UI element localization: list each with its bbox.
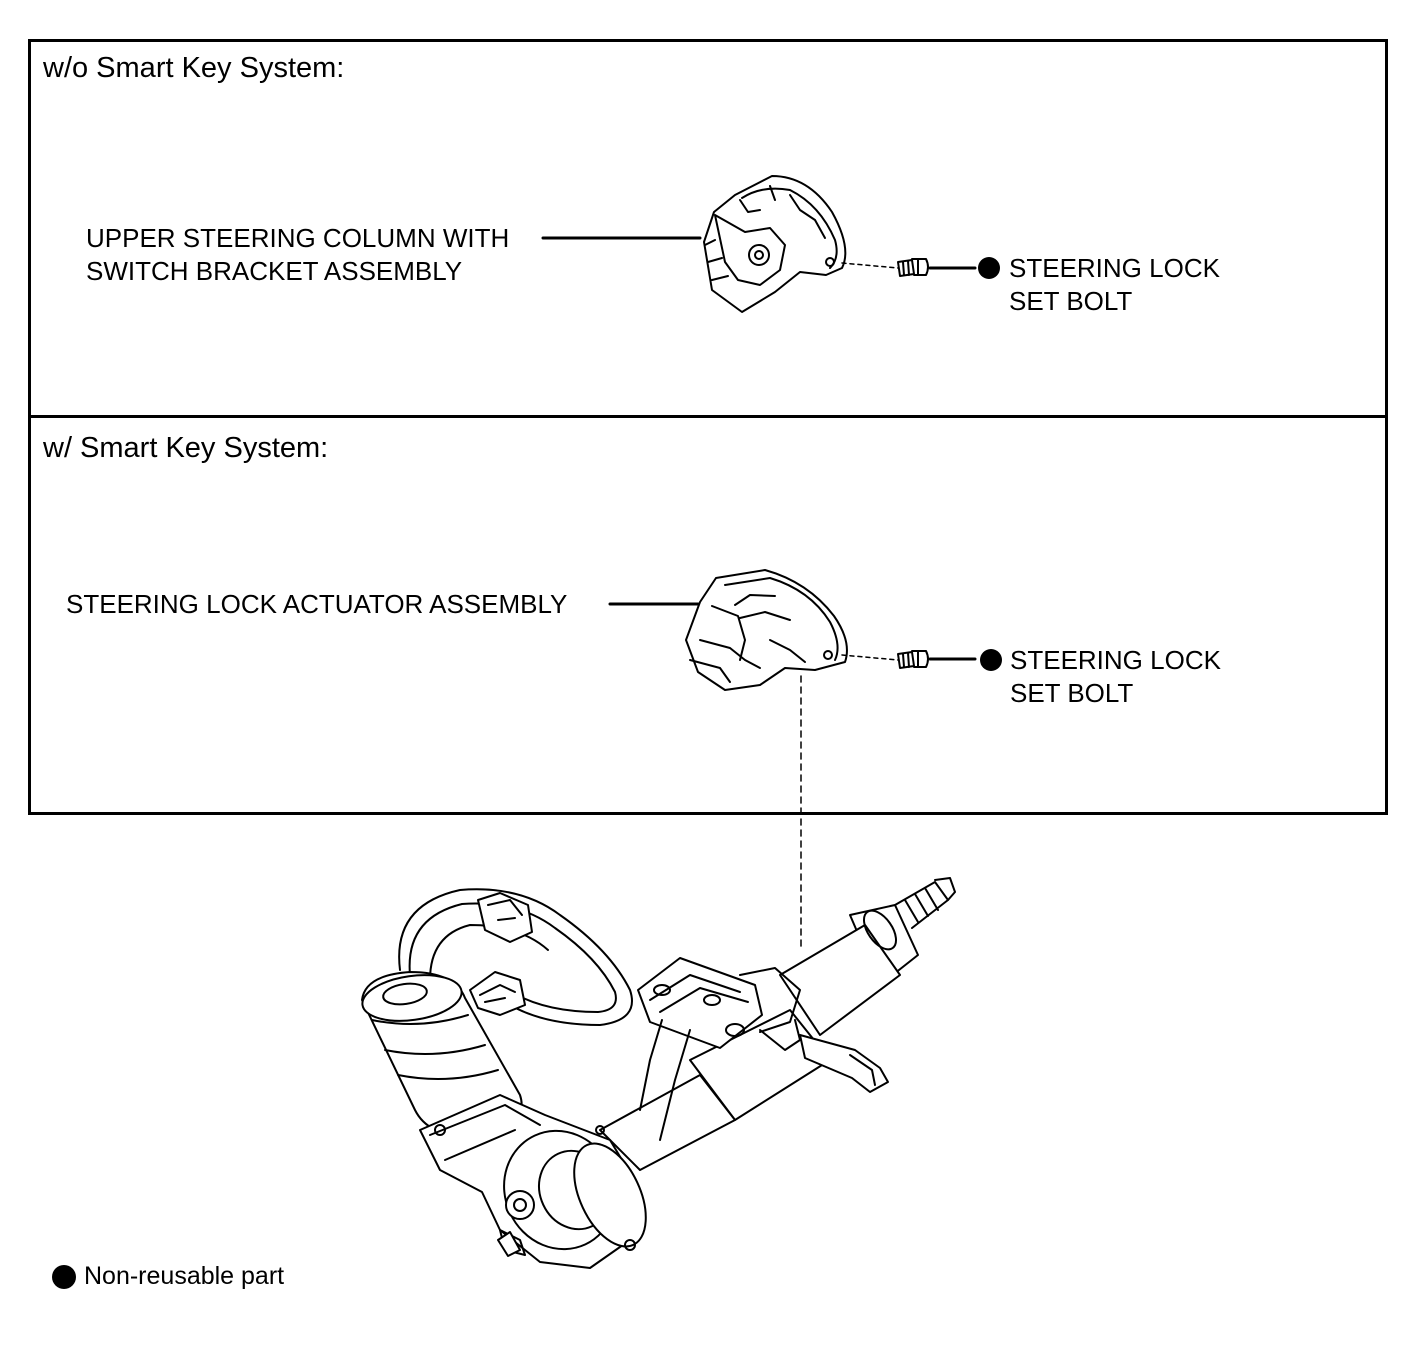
upper-steering-column-label: UPPER STEERING COLUMN WITH SWITCH BRACKE…: [86, 223, 510, 286]
section-title-without-smart-key: w/o Smart Key System:: [43, 52, 345, 84]
section-title-with-smart-key: w/ Smart Key System:: [43, 432, 329, 464]
non-reusable-marker-top: [978, 257, 1000, 279]
legend-text: Non-reusable part: [84, 1262, 285, 1290]
steering-column-assembly: [361, 877, 956, 1269]
legend: Non-reusable part: [52, 1262, 284, 1291]
set-bolt-bottom: [897, 650, 929, 669]
hidden-line-bolt-top: [841, 262, 899, 269]
steering-lock-actuator-part: [685, 569, 848, 691]
non-reusable-marker-bottom: [980, 649, 1002, 671]
diagram-frame: [28, 39, 1388, 815]
filled-circle-icon: [52, 1264, 76, 1289]
hidden-line-bolt-bottom: [841, 654, 899, 661]
section-divider: [28, 415, 1388, 418]
steering-lock-actuator-label: STEERING LOCK ACTUATOR ASSEMBLY: [66, 589, 568, 619]
switch-bracket-assembly-part: [703, 175, 847, 313]
steering-lock-set-bolt-label-bottom: STEERING LOCK SET BOLT: [1010, 645, 1221, 708]
steering-lock-set-bolt-label-top: STEERING LOCK SET BOLT: [1009, 253, 1220, 316]
set-bolt-top: [897, 258, 929, 277]
